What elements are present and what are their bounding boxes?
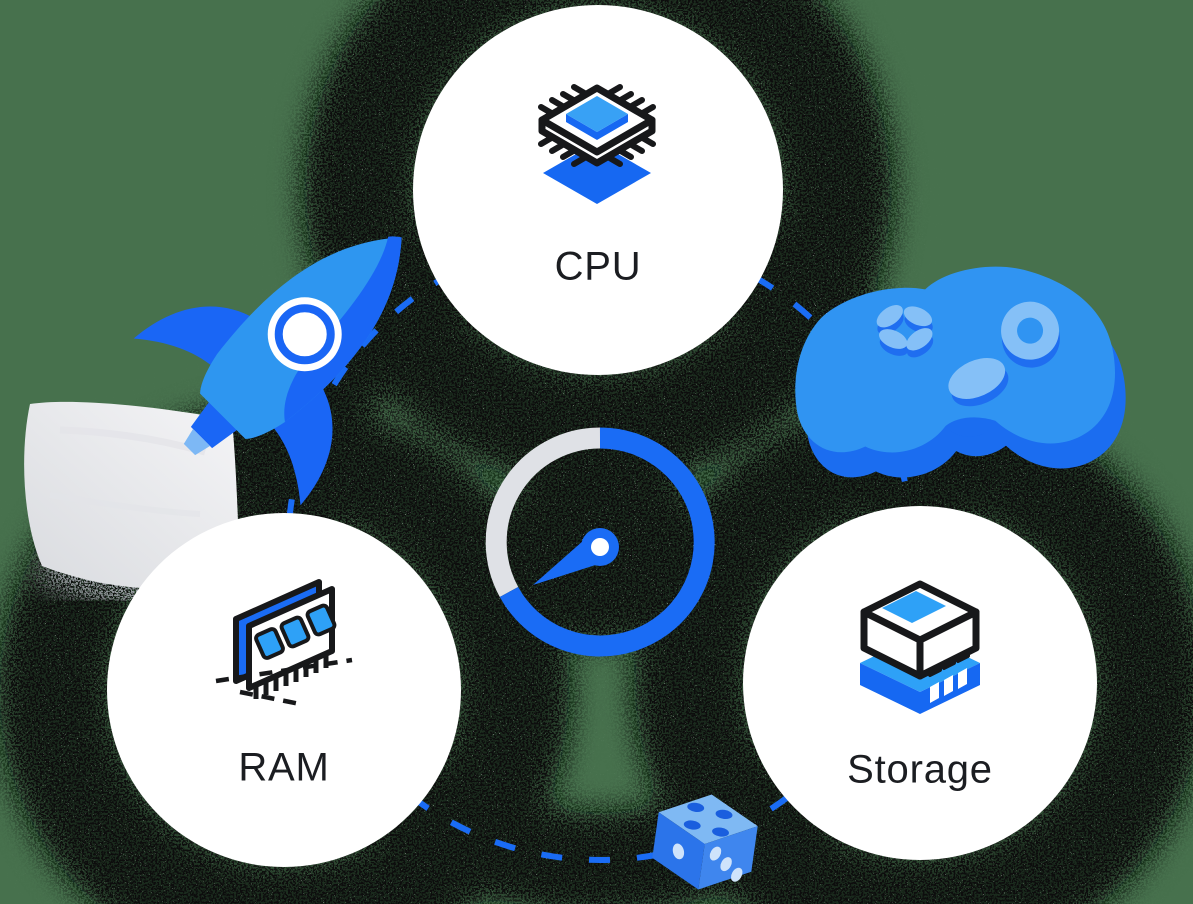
ram-stick-icon (215, 579, 353, 707)
gamepad-oval-button (948, 358, 1009, 407)
gamepad-icon (795, 266, 1126, 478)
speedometer-gauge-icon (485, 427, 715, 657)
gamepad-dpad (876, 305, 934, 358)
dice-icon (652, 794, 758, 890)
node-label-cpu: CPU (554, 244, 642, 289)
rocket-icon (133, 236, 402, 506)
gamepad-ring-button (1001, 301, 1060, 368)
node-label-storage: Storage (847, 747, 993, 792)
node-circle-ram (107, 513, 461, 867)
storage-chip-icon (860, 580, 980, 714)
cpu-chip-icon (538, 84, 656, 204)
node-label-ram: RAM (238, 745, 330, 790)
